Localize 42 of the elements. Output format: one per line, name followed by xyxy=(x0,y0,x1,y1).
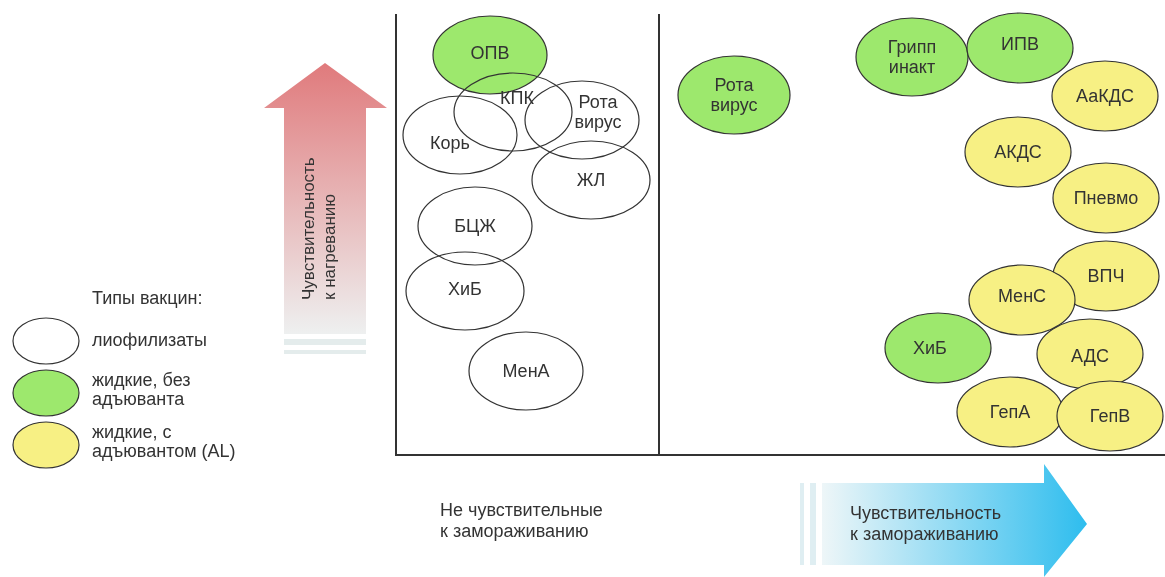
vaccine-ellipse xyxy=(677,55,791,135)
vaccine-ellipse xyxy=(468,331,584,411)
legend-text: лиофилизаты xyxy=(92,331,209,350)
vaccine-ellipse xyxy=(1056,380,1164,452)
axis-title: Чувствительность к замораживанию xyxy=(850,503,1003,545)
vaccine-name: БЦЖ xyxy=(453,216,497,236)
vaccine-name: Рота вирус xyxy=(573,92,623,132)
vaccine-name: ОПВ xyxy=(469,43,511,63)
vaccine-name: МенС xyxy=(996,286,1048,306)
vaccine-ellipse xyxy=(1036,318,1144,390)
vaccine-ellipse xyxy=(855,17,969,97)
vaccine-name: АДС xyxy=(1070,346,1110,366)
vaccine-name: Пневмо xyxy=(1072,188,1140,208)
legend-title: Типы вакцин: xyxy=(92,288,204,309)
vaccine-name: ЖЛ xyxy=(575,170,607,190)
vaccine-ellipse xyxy=(968,264,1076,336)
vaccine-name: ГепВ xyxy=(1088,406,1132,426)
vaccine-ellipse xyxy=(964,116,1072,188)
vaccine-name: Рота вирус xyxy=(709,75,759,115)
vaccine-ellipse xyxy=(956,376,1064,448)
axis-title: Не чувствительные к замораживанию xyxy=(440,500,604,542)
vaccine-name: ВПЧ xyxy=(1086,266,1126,286)
vaccine-name: ГепА xyxy=(988,402,1032,422)
vaccine-name: ХиБ xyxy=(447,279,483,299)
legend-text: жидкие, без адъюванта xyxy=(92,371,192,409)
vaccine-ellipse xyxy=(884,312,992,384)
vaccine-name: МенА xyxy=(501,361,551,381)
vaccine-name: Грипп инакт xyxy=(886,37,938,77)
vaccine-name: КПК xyxy=(499,88,535,108)
vaccine-name: Корь xyxy=(429,133,471,153)
vaccine-name: ИПВ xyxy=(1000,34,1040,54)
vaccine-ellipse xyxy=(417,186,533,266)
legend-text: жидкие, с адъювантом (AL) xyxy=(92,423,237,461)
vaccine-name: АКДС xyxy=(993,142,1043,162)
vaccine-ellipse xyxy=(966,12,1074,84)
vaccine-ellipse xyxy=(405,251,525,331)
vaccine-name: АаКДС xyxy=(1075,86,1135,106)
vaccine-ellipse xyxy=(531,140,651,220)
axis-title: Чувствительность к нагреванию xyxy=(298,156,340,300)
vaccine-name: ХиБ xyxy=(912,338,948,358)
vaccine-ellipse xyxy=(1051,60,1159,132)
vaccine-ellipse xyxy=(1052,162,1160,234)
